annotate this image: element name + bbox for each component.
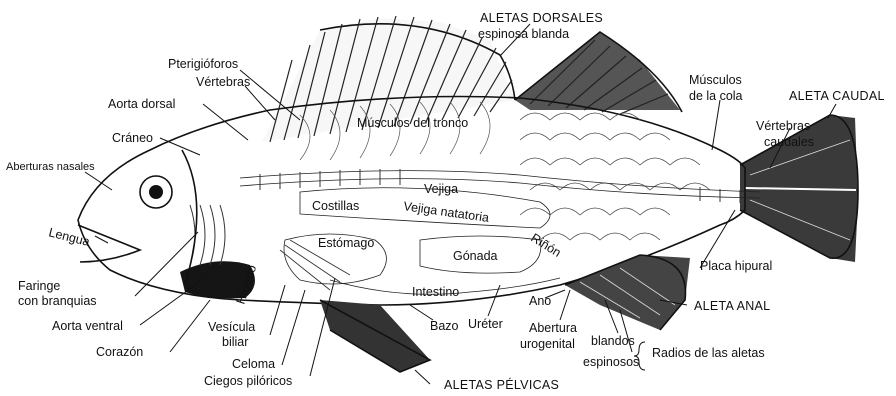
label-costillas: Costillas <box>312 199 359 213</box>
label-musculos-tronco: Músculos del tronco <box>357 116 468 130</box>
label-gonada: Gónada <box>453 249 498 263</box>
scales <box>520 113 710 240</box>
label-abertura-1: Abertura <box>529 321 577 335</box>
label-aletas-dorsales: ALETAS DORSALES <box>480 11 603 25</box>
label-placa-hipural: Placa hipural <box>700 259 772 273</box>
vertebral-column <box>240 169 760 203</box>
soft-dorsal-fin <box>515 32 682 114</box>
label-vertebras: Vértebras <box>196 75 250 89</box>
label-ureter: Uréter <box>468 317 503 331</box>
anal-fin <box>565 255 690 330</box>
pelvic-fin <box>320 300 430 372</box>
label-estomago: Estómago <box>318 236 374 250</box>
label-aorta-ventral: Aorta ventral <box>52 319 123 333</box>
label-faringe-2: con branquias <box>18 294 97 308</box>
label-vertebras-caudales-1: Vértebras <box>756 119 810 133</box>
label-vesicula-1: Vesícula <box>208 320 255 334</box>
label-vesicula-2: biliar <box>222 335 248 349</box>
label-aorta-dorsal: Aorta dorsal <box>108 97 175 111</box>
label-vejiga: Vejiga <box>424 182 458 196</box>
label-craneo: Cráneo <box>112 131 153 145</box>
label-blandos: blandos <box>591 334 635 348</box>
label-ano: Ano <box>529 294 551 308</box>
label-aletas-pelvicas: ALETAS PÉLVICAS <box>444 377 559 392</box>
label-abertura-2: urogenital <box>520 337 575 351</box>
operculum <box>182 150 197 285</box>
label-espinosos: espinosos <box>583 355 639 369</box>
label-corazon: Corazón <box>96 345 143 359</box>
eye-pupil <box>149 185 163 199</box>
label-aberturas-nasales: Aberturas nasales <box>6 161 95 173</box>
label-aleta-anal: ALETA ANAL <box>694 299 770 313</box>
label-radios-aletas: Radios de las aletas <box>652 346 765 360</box>
label-pterigioforos: Pterigióforos <box>168 57 238 71</box>
label-espinosa-blanda: espinosa blanda <box>478 27 569 41</box>
label-intestino: Intestino <box>412 285 459 299</box>
label-vertebras-caudales-2: caudales <box>764 135 814 149</box>
label-aleta-caudal: ALETA CAUDAL <box>789 89 885 103</box>
label-faringe-1: Faringe <box>18 279 60 293</box>
label-rinon: Riñón <box>528 231 563 260</box>
label-bazo: Bazo <box>430 319 459 333</box>
label-ciegos: Ciegos pilóricos <box>204 374 292 388</box>
label-musculos-cola-1: Músculos <box>689 73 742 87</box>
label-celoma: Celoma <box>232 357 275 371</box>
label-lengua: Lengua <box>47 225 91 249</box>
label-musculos-cola-2: de la cola <box>689 89 743 103</box>
